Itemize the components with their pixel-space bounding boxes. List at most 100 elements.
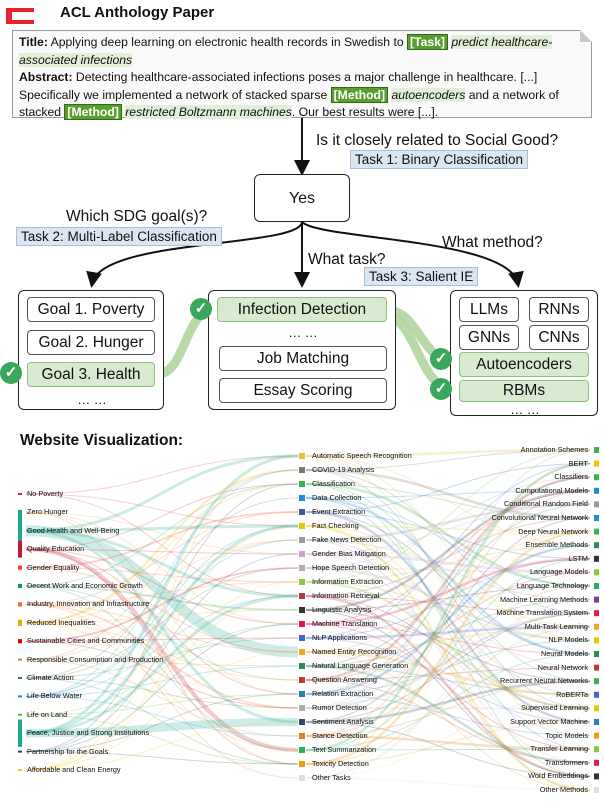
sdg-node <box>18 713 22 716</box>
sankey-link <box>25 511 299 695</box>
method-label: Multi-Task Learning <box>524 621 588 631</box>
sankey-link <box>25 529 299 724</box>
sankey-link <box>25 595 299 771</box>
sankey-link <box>305 665 591 696</box>
task-node <box>299 635 305 641</box>
sankey-link <box>305 599 591 667</box>
sankey-link <box>305 611 591 710</box>
sankey-link <box>305 693 591 737</box>
sankey-link <box>25 581 299 771</box>
sankey-link <box>305 510 591 724</box>
sankey-link <box>305 653 591 751</box>
sankey-link <box>25 469 299 697</box>
sankey-link <box>25 511 299 765</box>
sankey-link <box>25 622 299 681</box>
sankey-link <box>305 567 591 573</box>
sdg-label: Responsible Consumption and Production <box>27 654 164 664</box>
sdg-label: No Poverty <box>27 489 64 498</box>
sankey-link <box>305 463 591 765</box>
task-label: Other Tasks <box>312 773 351 782</box>
sankey-link <box>305 571 591 681</box>
sankey-link <box>25 455 299 495</box>
sankey-link <box>25 603 299 709</box>
sankey-link <box>305 609 591 777</box>
sankey-link <box>25 525 299 697</box>
method-item-llms: LLMs <box>459 297 519 322</box>
task-label: Classification <box>312 479 355 488</box>
sankey-link <box>305 679 591 764</box>
sankey-link <box>305 482 591 588</box>
task-label: Information Retrieval <box>312 591 380 600</box>
sankey-link <box>25 525 299 771</box>
sankey-link <box>25 548 299 695</box>
sankey-link <box>305 609 591 682</box>
sdg-label: Decent Work and Economic Growth <box>27 581 143 590</box>
sankey-link <box>305 777 591 791</box>
sdg-label: Reduced Inequalities <box>27 617 96 627</box>
method-node <box>594 555 599 562</box>
sankey-link <box>305 449 591 471</box>
sankey-link <box>25 483 299 753</box>
method-item-autoencoders: Autoencoders <box>459 352 589 377</box>
method-label: Computational Models <box>515 485 588 495</box>
method-node <box>594 515 599 521</box>
task-node <box>299 607 305 613</box>
abstract-label: Abstract: <box>19 70 73 84</box>
abstract-text-1: Detecting healthcare-associated infectio… <box>75 70 517 84</box>
check-icon: ✓ <box>430 378 452 400</box>
sdg-label: Zero Hunger <box>27 507 68 517</box>
task-node <box>299 523 305 529</box>
sankey-link <box>305 517 591 597</box>
goal-item-poverty: Goal 1. Poverty <box>27 297 155 322</box>
method-item-cnns: CNNs <box>529 325 589 350</box>
check-icon: ✓ <box>190 298 212 320</box>
question-task: What task? <box>308 251 386 268</box>
sankey-link <box>305 503 591 542</box>
method-label: RoBERTa <box>556 689 588 699</box>
abstract-text-3: and a network of stacked <box>19 87 559 120</box>
sankey-link <box>305 449 591 709</box>
task-item-job-matching: Job Matching <box>219 346 387 371</box>
task-label: Sentiment Analysis <box>312 717 374 726</box>
sankey-link <box>305 531 591 653</box>
sankey-link <box>25 659 299 667</box>
method-label: Recurrent Neural Networks <box>500 676 588 686</box>
sankey-link <box>25 548 299 555</box>
method-label: Convolutional Neural Network <box>491 513 588 522</box>
sankey-link <box>25 595 299 697</box>
task-node <box>299 761 305 767</box>
paper-abstract: Abstract: Detecting healthcare-associate… <box>19 69 585 122</box>
task-node <box>299 537 305 543</box>
sdg-node <box>18 677 22 679</box>
sankey-link <box>25 623 299 753</box>
sankey-link <box>25 609 299 624</box>
sankey-link <box>305 625 591 640</box>
task-node <box>299 663 305 669</box>
sankey-link <box>25 567 299 653</box>
sankey-link <box>25 539 299 697</box>
method-label: Language Models <box>529 567 588 577</box>
sankey-link <box>305 468 591 520</box>
method-label: Word Embeddings <box>528 771 588 781</box>
method-label: Ensemble Methods <box>525 540 588 550</box>
task3-label: Task 3: Salient IE <box>364 267 479 286</box>
method-text-2: restricted Boltzmann machines <box>125 105 292 119</box>
task-node <box>299 719 305 725</box>
paper-card: Title: Applying deep learning on electro… <box>12 30 592 120</box>
sankey-link <box>25 751 299 765</box>
task-node <box>299 691 305 697</box>
sankey-link <box>25 637 299 642</box>
sankey-link <box>25 468 299 624</box>
sankey-link <box>305 679 591 724</box>
method-node <box>594 637 599 644</box>
method-node <box>594 596 599 603</box>
sankey-link <box>25 511 299 555</box>
yes-node: Yes <box>254 174 350 222</box>
method-node <box>594 610 599 617</box>
method-node <box>594 651 599 657</box>
sankey-link <box>305 553 591 764</box>
check-icon: ✓ <box>430 348 452 370</box>
sankey-link <box>305 612 591 723</box>
sdg-label: Good Health and Well-Being <box>27 525 120 535</box>
title-label: Title: <box>19 35 48 49</box>
